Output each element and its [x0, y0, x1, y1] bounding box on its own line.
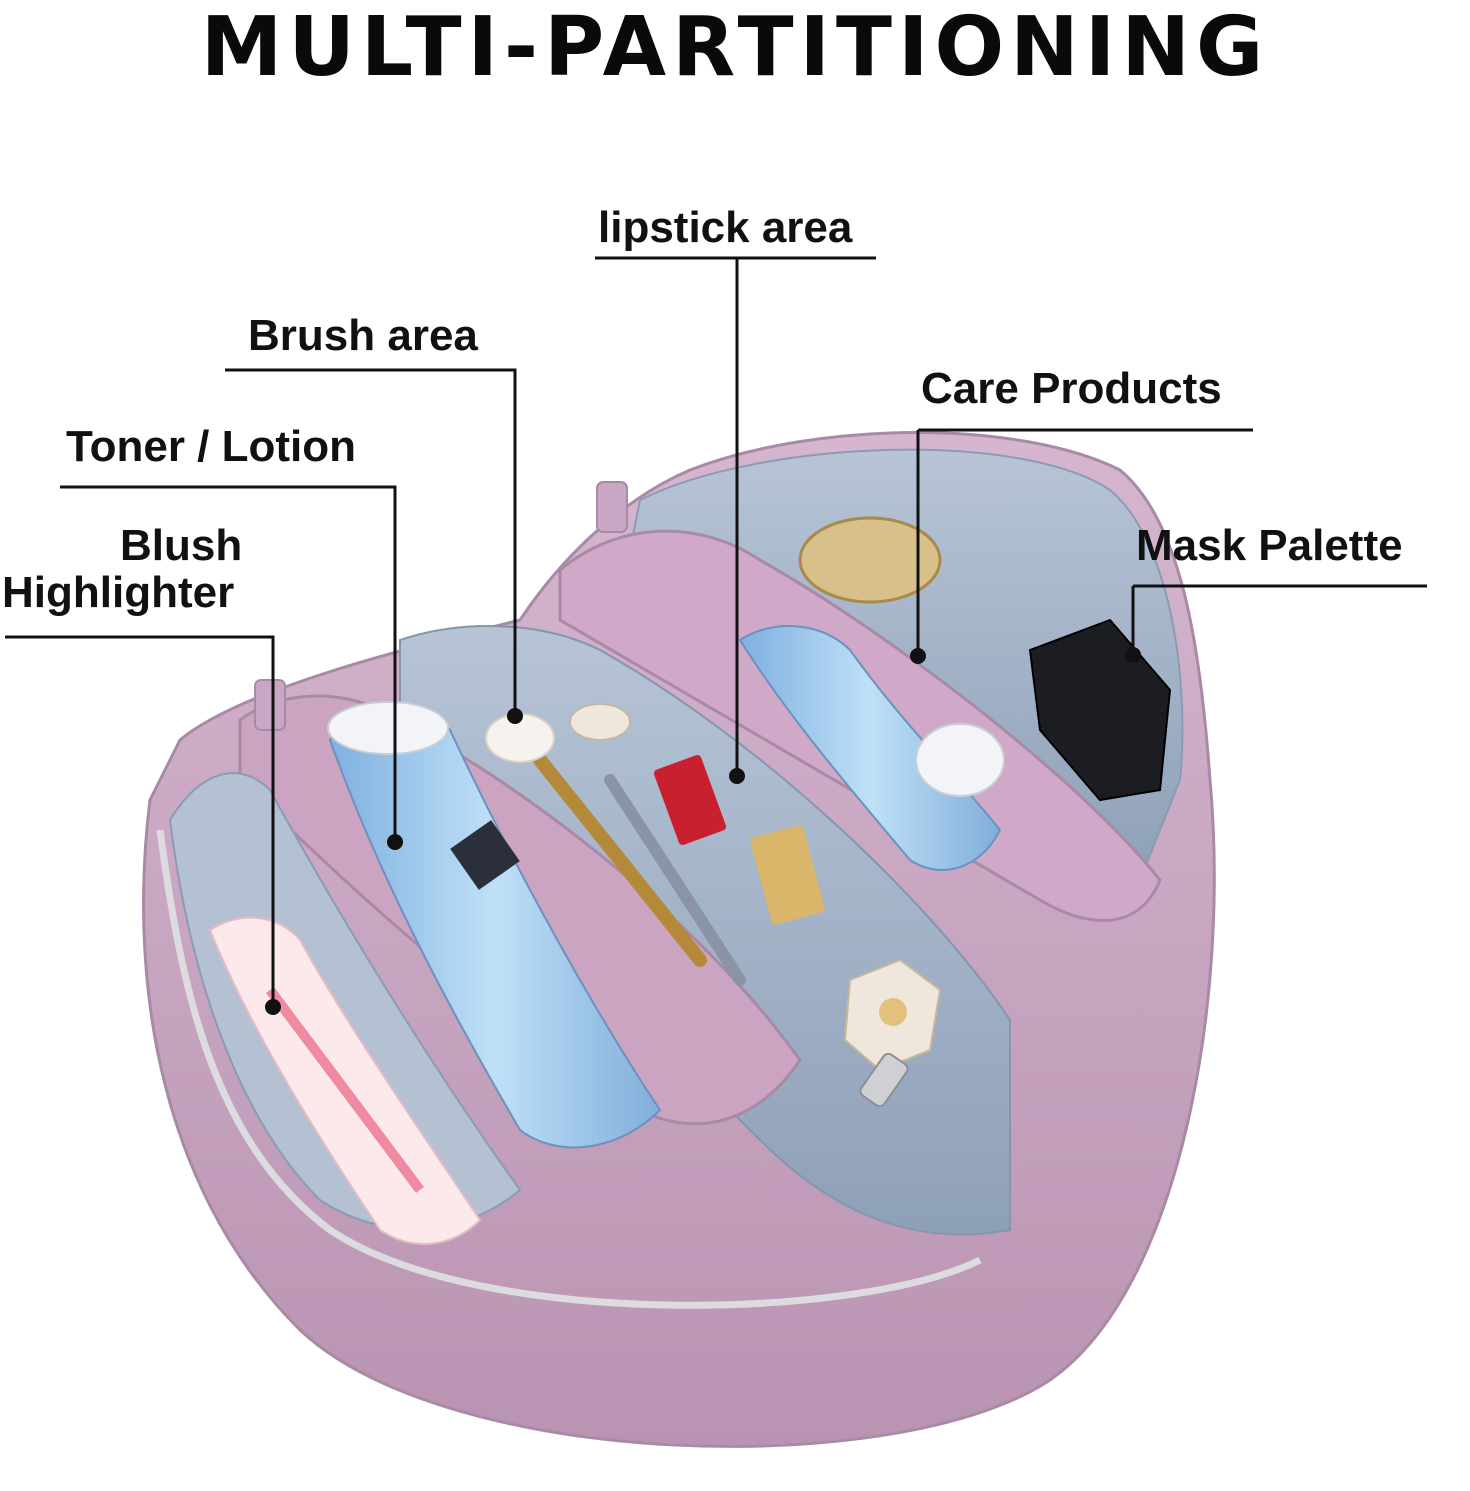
qr-code: [450, 820, 520, 890]
brush-leader: [225, 368, 517, 716]
care-cap: [915, 723, 1005, 797]
label-toner-lotion: Toner / Lotion: [66, 422, 357, 471]
toner-leader: [60, 485, 397, 842]
page-title: MULTI-PARTITIONING: [200, 0, 1270, 95]
blush-leader: [5, 635, 275, 1007]
toner-dot: [387, 834, 403, 850]
label-brush-area: Brush area: [248, 311, 478, 360]
lipstick-gold: [750, 825, 825, 925]
cream-jar: [798, 516, 942, 604]
lipstick-red: [653, 754, 727, 846]
lipstick-dot: [729, 768, 745, 784]
leader-lines: [5, 256, 1427, 1007]
label-highlighter: Highlighter: [2, 568, 235, 617]
leader-dots: [265, 647, 1141, 1015]
mask-dot: [1125, 647, 1141, 663]
toner-cap: [327, 701, 449, 755]
zipper-pull-left: [254, 679, 286, 731]
label-lipstick-area: lipstick area: [598, 203, 853, 252]
brush-dot: [507, 708, 523, 724]
compact: [569, 703, 631, 741]
care-dot: [910, 648, 926, 664]
zipper-pull-mid: [859, 1052, 909, 1108]
label-mask-palette: Mask Palette: [1136, 521, 1403, 570]
zipper-pull-back: [596, 481, 628, 533]
label-blush: Blush: [120, 521, 243, 570]
blush-dot: [265, 999, 281, 1015]
label-care-products: Care Products: [921, 364, 1222, 413]
care-tube: [738, 625, 1002, 871]
brush-handle-2: [604, 774, 746, 986]
front-zipper: [156, 829, 982, 1309]
brush-handle-1: [533, 753, 707, 967]
mask-palette: [1028, 618, 1172, 802]
front-lining: [168, 772, 522, 1230]
